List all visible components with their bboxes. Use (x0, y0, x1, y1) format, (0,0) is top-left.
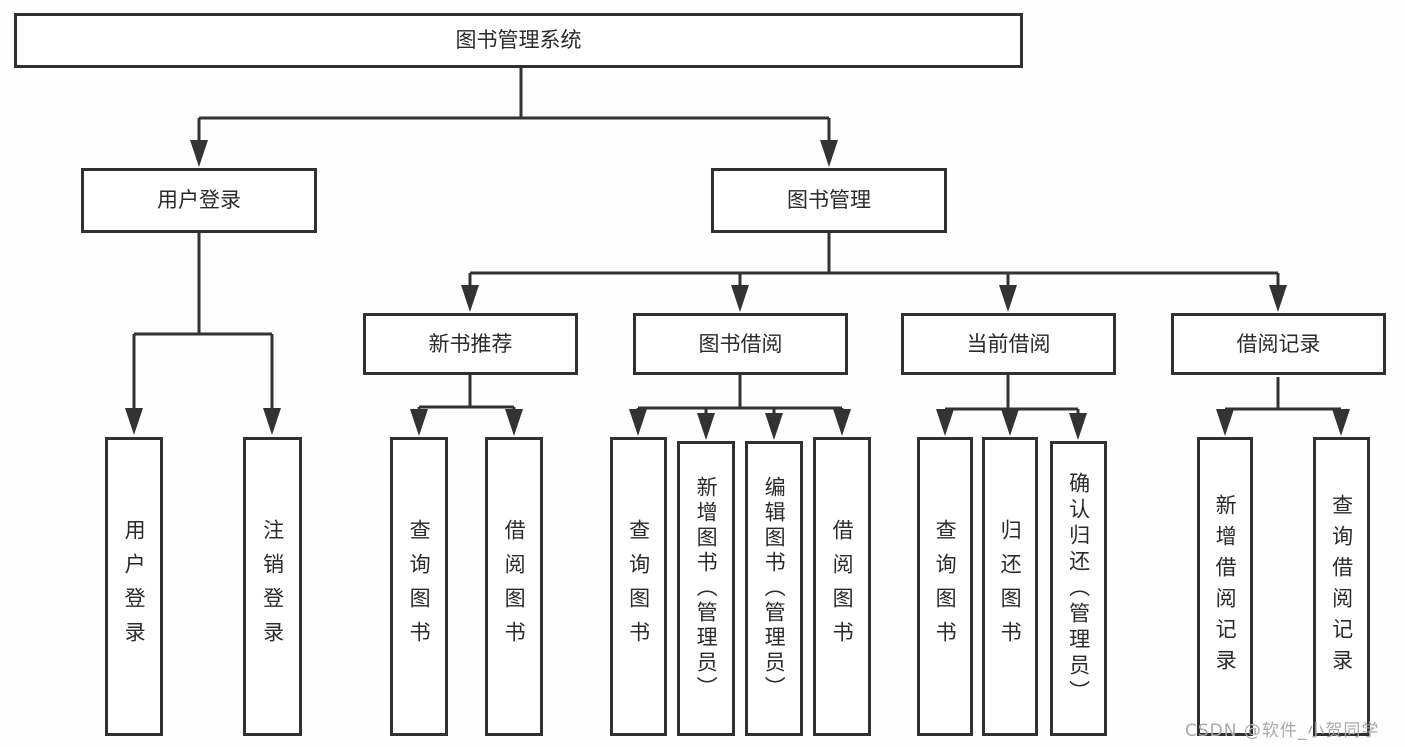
arrowhead (461, 285, 479, 312)
arrowhead (697, 413, 715, 440)
node-new-book-recommend: 新书推荐 (363, 313, 578, 375)
node-user-login: 用户登录 (81, 168, 317, 233)
arrowhead (1269, 285, 1287, 312)
node-label: 当前借阅 (966, 331, 1051, 356)
arrowhead (1001, 409, 1019, 436)
node-label: 注销登录 (260, 518, 285, 655)
arrowheads (125, 140, 1350, 440)
node-label: 查询图书 (407, 518, 432, 655)
arrowhead (820, 140, 838, 167)
leaf-return-books: 归还图书 (982, 437, 1038, 736)
arrowhead (190, 140, 208, 167)
arrowhead (731, 285, 749, 312)
leaf-add-borrow-record: 新增借阅记录 (1197, 437, 1253, 736)
node-label: 确认归还（管理员） (1066, 471, 1091, 706)
node-label: 图书管理 (787, 188, 871, 213)
arrowhead (936, 409, 954, 436)
watermark: CSDN @软件_小贺同学 (1185, 721, 1380, 741)
node-label: 新书推荐 (428, 331, 513, 356)
node-label: 借阅图书 (502, 518, 527, 655)
leaf-logout: 注销登录 (243, 437, 302, 736)
leaf-edit-books-admin: 编辑图书（管理员） (745, 441, 803, 736)
arrowhead (1332, 409, 1350, 436)
node-label: 编辑图书（管理员） (762, 476, 787, 701)
arrowhead (125, 408, 143, 435)
arrowhead (263, 408, 281, 435)
arrowhead (1216, 409, 1234, 436)
arrowhead (629, 409, 647, 436)
leaf-user-login: 用户登录 (105, 437, 163, 736)
node-label: 新增借阅记录 (1213, 493, 1238, 680)
node-book-borrowing: 图书借阅 (633, 313, 848, 375)
leaf-query-books-borrowing: 查询图书 (610, 437, 667, 736)
node-borrowing-records: 借阅记录 (1171, 313, 1386, 375)
node-label: 用户登录 (122, 518, 147, 655)
arrowhead (765, 413, 783, 440)
node-library-system: 图书管理系统 (14, 13, 1023, 68)
leaf-query-books-newbooks: 查询图书 (390, 437, 448, 736)
node-label: 借阅图书 (830, 518, 855, 655)
node-label: 归还图书 (998, 518, 1023, 655)
arrowhead (833, 409, 851, 436)
leaf-confirm-return-admin: 确认归还（管理员） (1050, 441, 1107, 736)
node-label: 新增图书（管理员） (694, 476, 719, 701)
node-label: 借阅记录 (1236, 331, 1321, 356)
leaf-borrow-books-newbooks: 借阅图书 (485, 437, 543, 736)
leaf-query-borrow-record: 查询借阅记录 (1313, 437, 1370, 736)
arrowhead (999, 285, 1017, 312)
node-label: 图书借阅 (698, 331, 783, 356)
node-label: 查询图书 (933, 518, 958, 655)
node-current-borrowing: 当前借阅 (901, 313, 1116, 375)
node-label: 图书管理系统 (455, 28, 582, 53)
node-label: 用户登录 (157, 188, 241, 213)
leaf-borrow-books-borrowing: 借阅图书 (813, 437, 871, 736)
arrowhead (410, 409, 428, 436)
leaf-query-books-current: 查询图书 (917, 437, 973, 736)
arrowhead (1069, 413, 1087, 440)
node-label: 查询图书 (626, 518, 651, 655)
leaf-add-books-admin: 新增图书（管理员） (677, 441, 735, 736)
arrowhead (505, 409, 523, 436)
node-label: 查询借阅记录 (1329, 493, 1354, 680)
node-book-management: 图书管理 (711, 168, 947, 233)
